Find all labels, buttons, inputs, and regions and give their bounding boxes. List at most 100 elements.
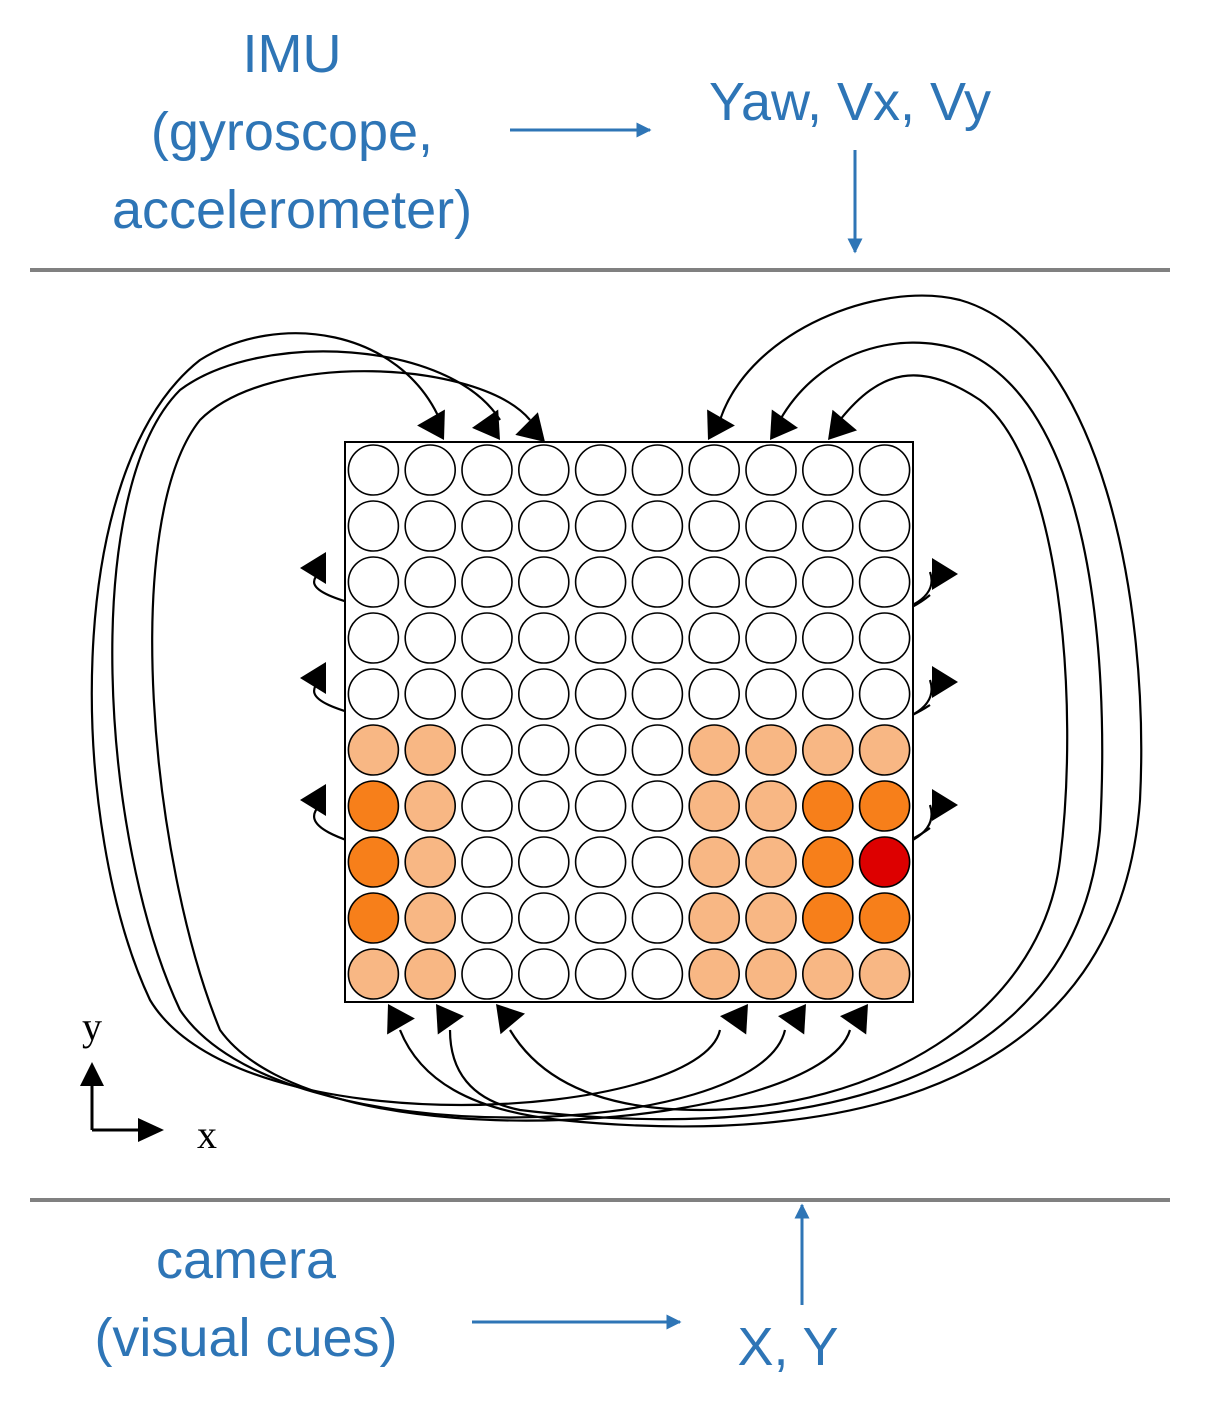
- vertical-wrap-4: [448, 341, 1104, 1121]
- neuron-r3-c7: [745, 612, 797, 664]
- neuron-r9-c0: [347, 948, 400, 1000]
- arrowhead-top-left-1: [472, 409, 500, 440]
- neuron-r0-c5: [631, 444, 684, 496]
- neuron-r2-c7: [745, 556, 797, 608]
- neuron-r5-c0: [347, 724, 400, 776]
- neuron-r1-c6: [688, 500, 741, 552]
- neuron-r4-c3: [517, 668, 570, 720]
- vertical-wrap-1: [111, 350, 787, 1119]
- neuron-r7-c2: [461, 836, 513, 888]
- camera-output-label: X, Y: [737, 1317, 838, 1377]
- neuron-r2-c6: [688, 556, 741, 608]
- neuron-r9-c1: [404, 948, 457, 1000]
- neuron-r8-c1: [404, 892, 457, 944]
- neuron-r3-c0: [347, 612, 400, 664]
- imu-subtitle-1: (gyroscope,: [151, 102, 433, 162]
- x-axis-arrowhead: [138, 1118, 164, 1142]
- neuron-r0-c2: [461, 444, 513, 496]
- neuron-r7-c7: [745, 836, 797, 888]
- arrowhead-left-0: [300, 552, 326, 584]
- neuron-r7-c1: [404, 836, 457, 888]
- arrowhead-bottom-left-0: [387, 1004, 415, 1035]
- neuron-r0-c8: [801, 444, 854, 496]
- neuron-r5-c8: [801, 724, 854, 776]
- neuron-r6-c0: [347, 780, 400, 832]
- neuron-r5-c1: [404, 724, 457, 776]
- neuron-r2-c5: [631, 556, 684, 608]
- neuron-r8-c6: [688, 892, 741, 944]
- neuron-r7-c9: [858, 836, 911, 888]
- neuron-r1-c5: [631, 500, 684, 552]
- neuron-r2-c0: [347, 556, 400, 608]
- arrowhead-right-0: [932, 558, 958, 590]
- neuron-r4-c5: [631, 668, 684, 720]
- neuron-r3-c1: [404, 612, 457, 664]
- neuron-r6-c7: [745, 780, 797, 832]
- neuron-r2-c8: [801, 556, 854, 608]
- neuron-r1-c0: [347, 500, 400, 552]
- neuron-r3-c6: [688, 612, 741, 664]
- y-axis-arrowhead: [80, 1062, 104, 1086]
- neuron-r2-c2: [461, 556, 513, 608]
- neuron-r1-c9: [858, 500, 911, 552]
- neuron-r6-c3: [517, 780, 570, 832]
- vertical-wrap-3: [398, 294, 1143, 1128]
- neuron-r8-c0: [347, 892, 400, 944]
- arrowhead-left-2: [300, 784, 326, 816]
- arrowhead-top-left-0: [417, 409, 445, 440]
- neuron-r1-c7: [745, 500, 797, 552]
- neuron-r3-c3: [517, 612, 570, 664]
- neuron-r7-c3: [517, 836, 570, 888]
- neuron-r4-c2: [461, 668, 513, 720]
- arrowhead-left-1: [300, 662, 326, 694]
- neuron-r1-c3: [517, 500, 570, 552]
- y-axis-label: y: [82, 1004, 102, 1049]
- neuron-grid: [347, 444, 911, 1000]
- neuron-r6-c9: [858, 780, 911, 832]
- neuron-r8-c8: [801, 892, 854, 944]
- neuron-r3-c2: [461, 612, 513, 664]
- neuron-r9-c3: [517, 948, 570, 1000]
- neuron-r5-c7: [745, 724, 797, 776]
- neuron-r4-c9: [858, 668, 911, 720]
- neuron-r8-c5: [631, 892, 684, 944]
- neuron-r2-c9: [858, 556, 911, 608]
- neuron-r5-c9: [858, 724, 911, 776]
- neuron-r4-c6: [688, 668, 741, 720]
- neuron-r5-c5: [631, 724, 684, 776]
- neuron-r8-c3: [517, 892, 570, 944]
- neuron-r3-c5: [631, 612, 684, 664]
- neuron-r9-c9: [858, 948, 911, 1000]
- neuron-r0-c0: [347, 444, 400, 496]
- x-axis-label: x: [197, 1112, 217, 1157]
- neuron-r1-c8: [801, 500, 854, 552]
- neuron-r4-c7: [745, 668, 797, 720]
- arrowhead-right-1: [932, 666, 958, 698]
- neuron-r6-c5: [631, 780, 684, 832]
- imu-output-label: Yaw, Vx, Vy: [709, 72, 991, 132]
- arrowhead-bottom-left-1: [436, 1004, 464, 1035]
- neuron-r9-c8: [801, 948, 854, 1000]
- arrowhead-bottom-left-2: [496, 1004, 525, 1035]
- neuron-r8-c7: [745, 892, 797, 944]
- arrowhead-top-right-1: [770, 409, 798, 440]
- neuron-r8-c2: [461, 892, 513, 944]
- neuron-r3-c9: [858, 612, 911, 664]
- neuron-r7-c6: [688, 836, 741, 888]
- neuron-r9-c7: [745, 948, 797, 1000]
- neuron-r2-c4: [574, 556, 627, 608]
- axis-indicator: y x: [80, 1004, 217, 1157]
- neuron-r1-c1: [404, 500, 457, 552]
- neuron-r9-c4: [574, 948, 627, 1000]
- neuron-r5-c4: [574, 724, 627, 776]
- neuron-r0-c7: [745, 444, 797, 496]
- imu-subtitle-2: accelerometer): [112, 180, 472, 240]
- neuron-r4-c0: [347, 668, 400, 720]
- camera-label: camera (visual cues): [94, 1230, 397, 1368]
- neuron-r6-c2: [461, 780, 513, 832]
- arrowhead-top-right-0: [707, 409, 735, 440]
- arrowhead-top-right-2: [828, 409, 857, 440]
- camera-subtitle: (visual cues): [94, 1308, 397, 1368]
- arrowhead-bottom-right-1: [778, 1004, 806, 1035]
- neuron-r0-c9: [858, 444, 911, 496]
